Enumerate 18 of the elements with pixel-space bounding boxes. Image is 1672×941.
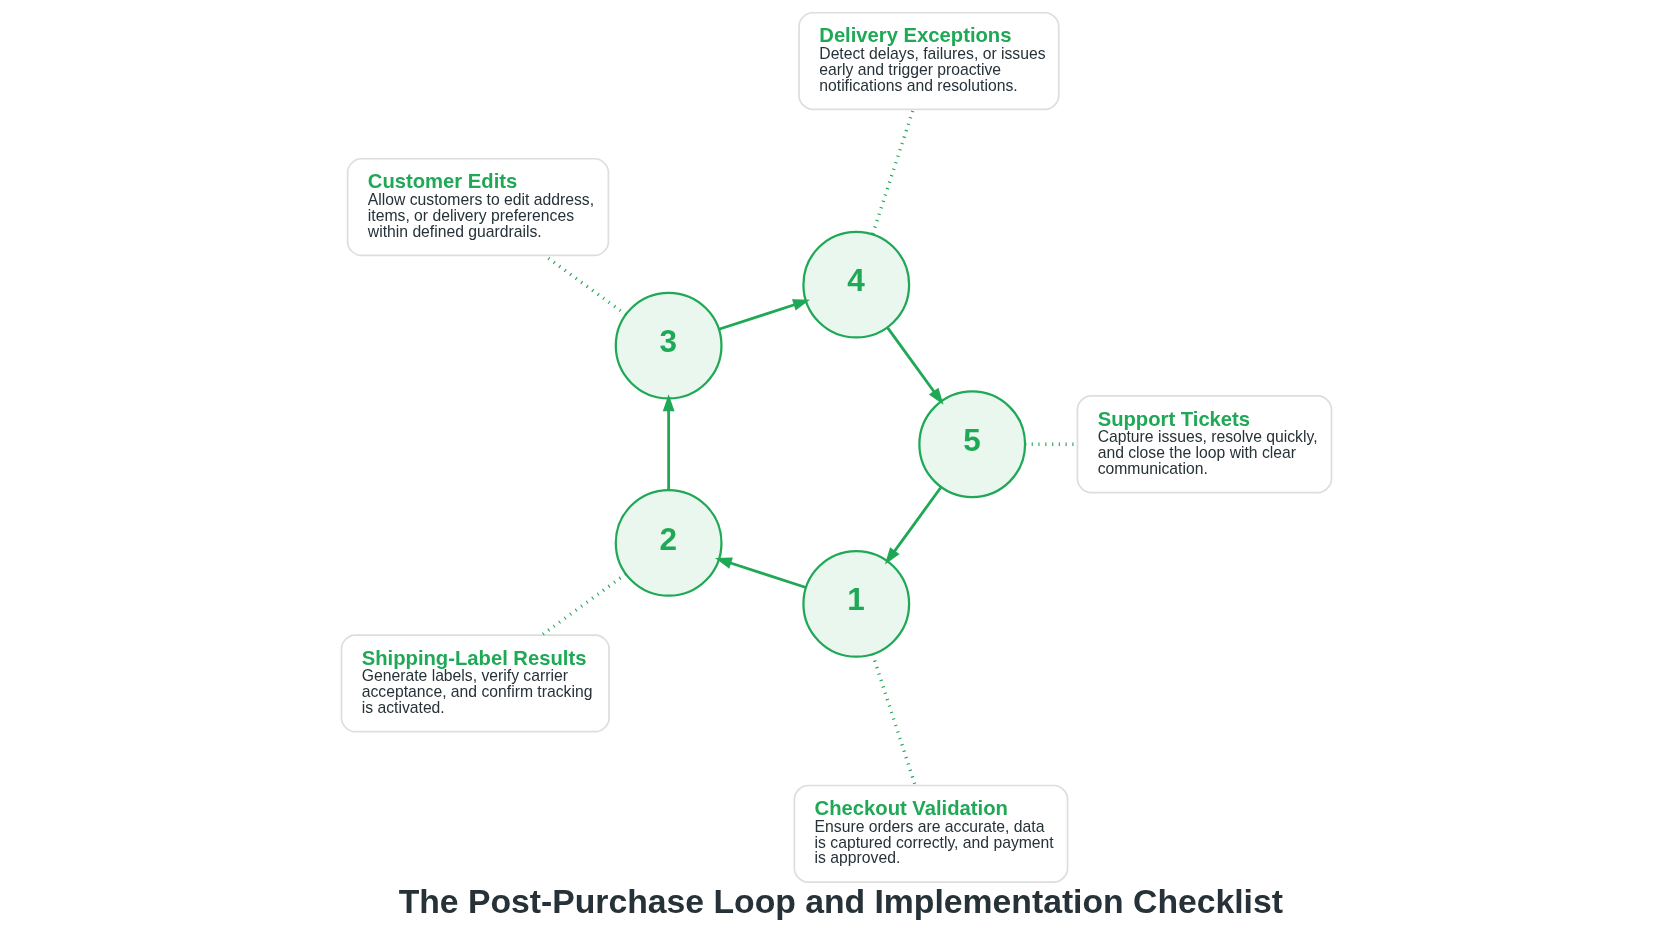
- node-box: Shipping-Label Results Generate labels, verify carrier acceptance, and confirm tracking is activated.: [340, 634, 610, 733]
- arrow: [885, 326, 944, 405]
- arrow: [884, 486, 942, 565]
- arrow: [714, 557, 806, 589]
- connector: [540, 572, 627, 637]
- node-box: Support Tickets Capture issues, resolve quickly, and close the loop with clear communication.: [1076, 395, 1332, 494]
- node-box: Customer Edits Allow customers to edit address, items, or delivery preferences within defined guardrails.: [346, 157, 609, 257]
- node-circle: 4: [801, 230, 910, 339]
- arrow: [717, 299, 810, 331]
- node-box: Delivery Exceptions Detect delays, failures, or issues early and trigger proactive notifications and resolutions.: [797, 11, 1060, 111]
- node-box: Checkout Validation Ensure orders are accurate, data is captured correctly, and payment is approved.: [793, 784, 1068, 883]
- connector: [870, 653, 917, 786]
- node-circle: 2: [614, 488, 723, 597]
- diagram-title: The Post-Purchase Loop and Implementation Checklist: [398, 881, 1283, 920]
- node-circle: 3: [614, 291, 723, 400]
- arrow: [662, 394, 675, 491]
- connector: [870, 109, 915, 235]
- node-circle: 5: [917, 390, 1026, 499]
